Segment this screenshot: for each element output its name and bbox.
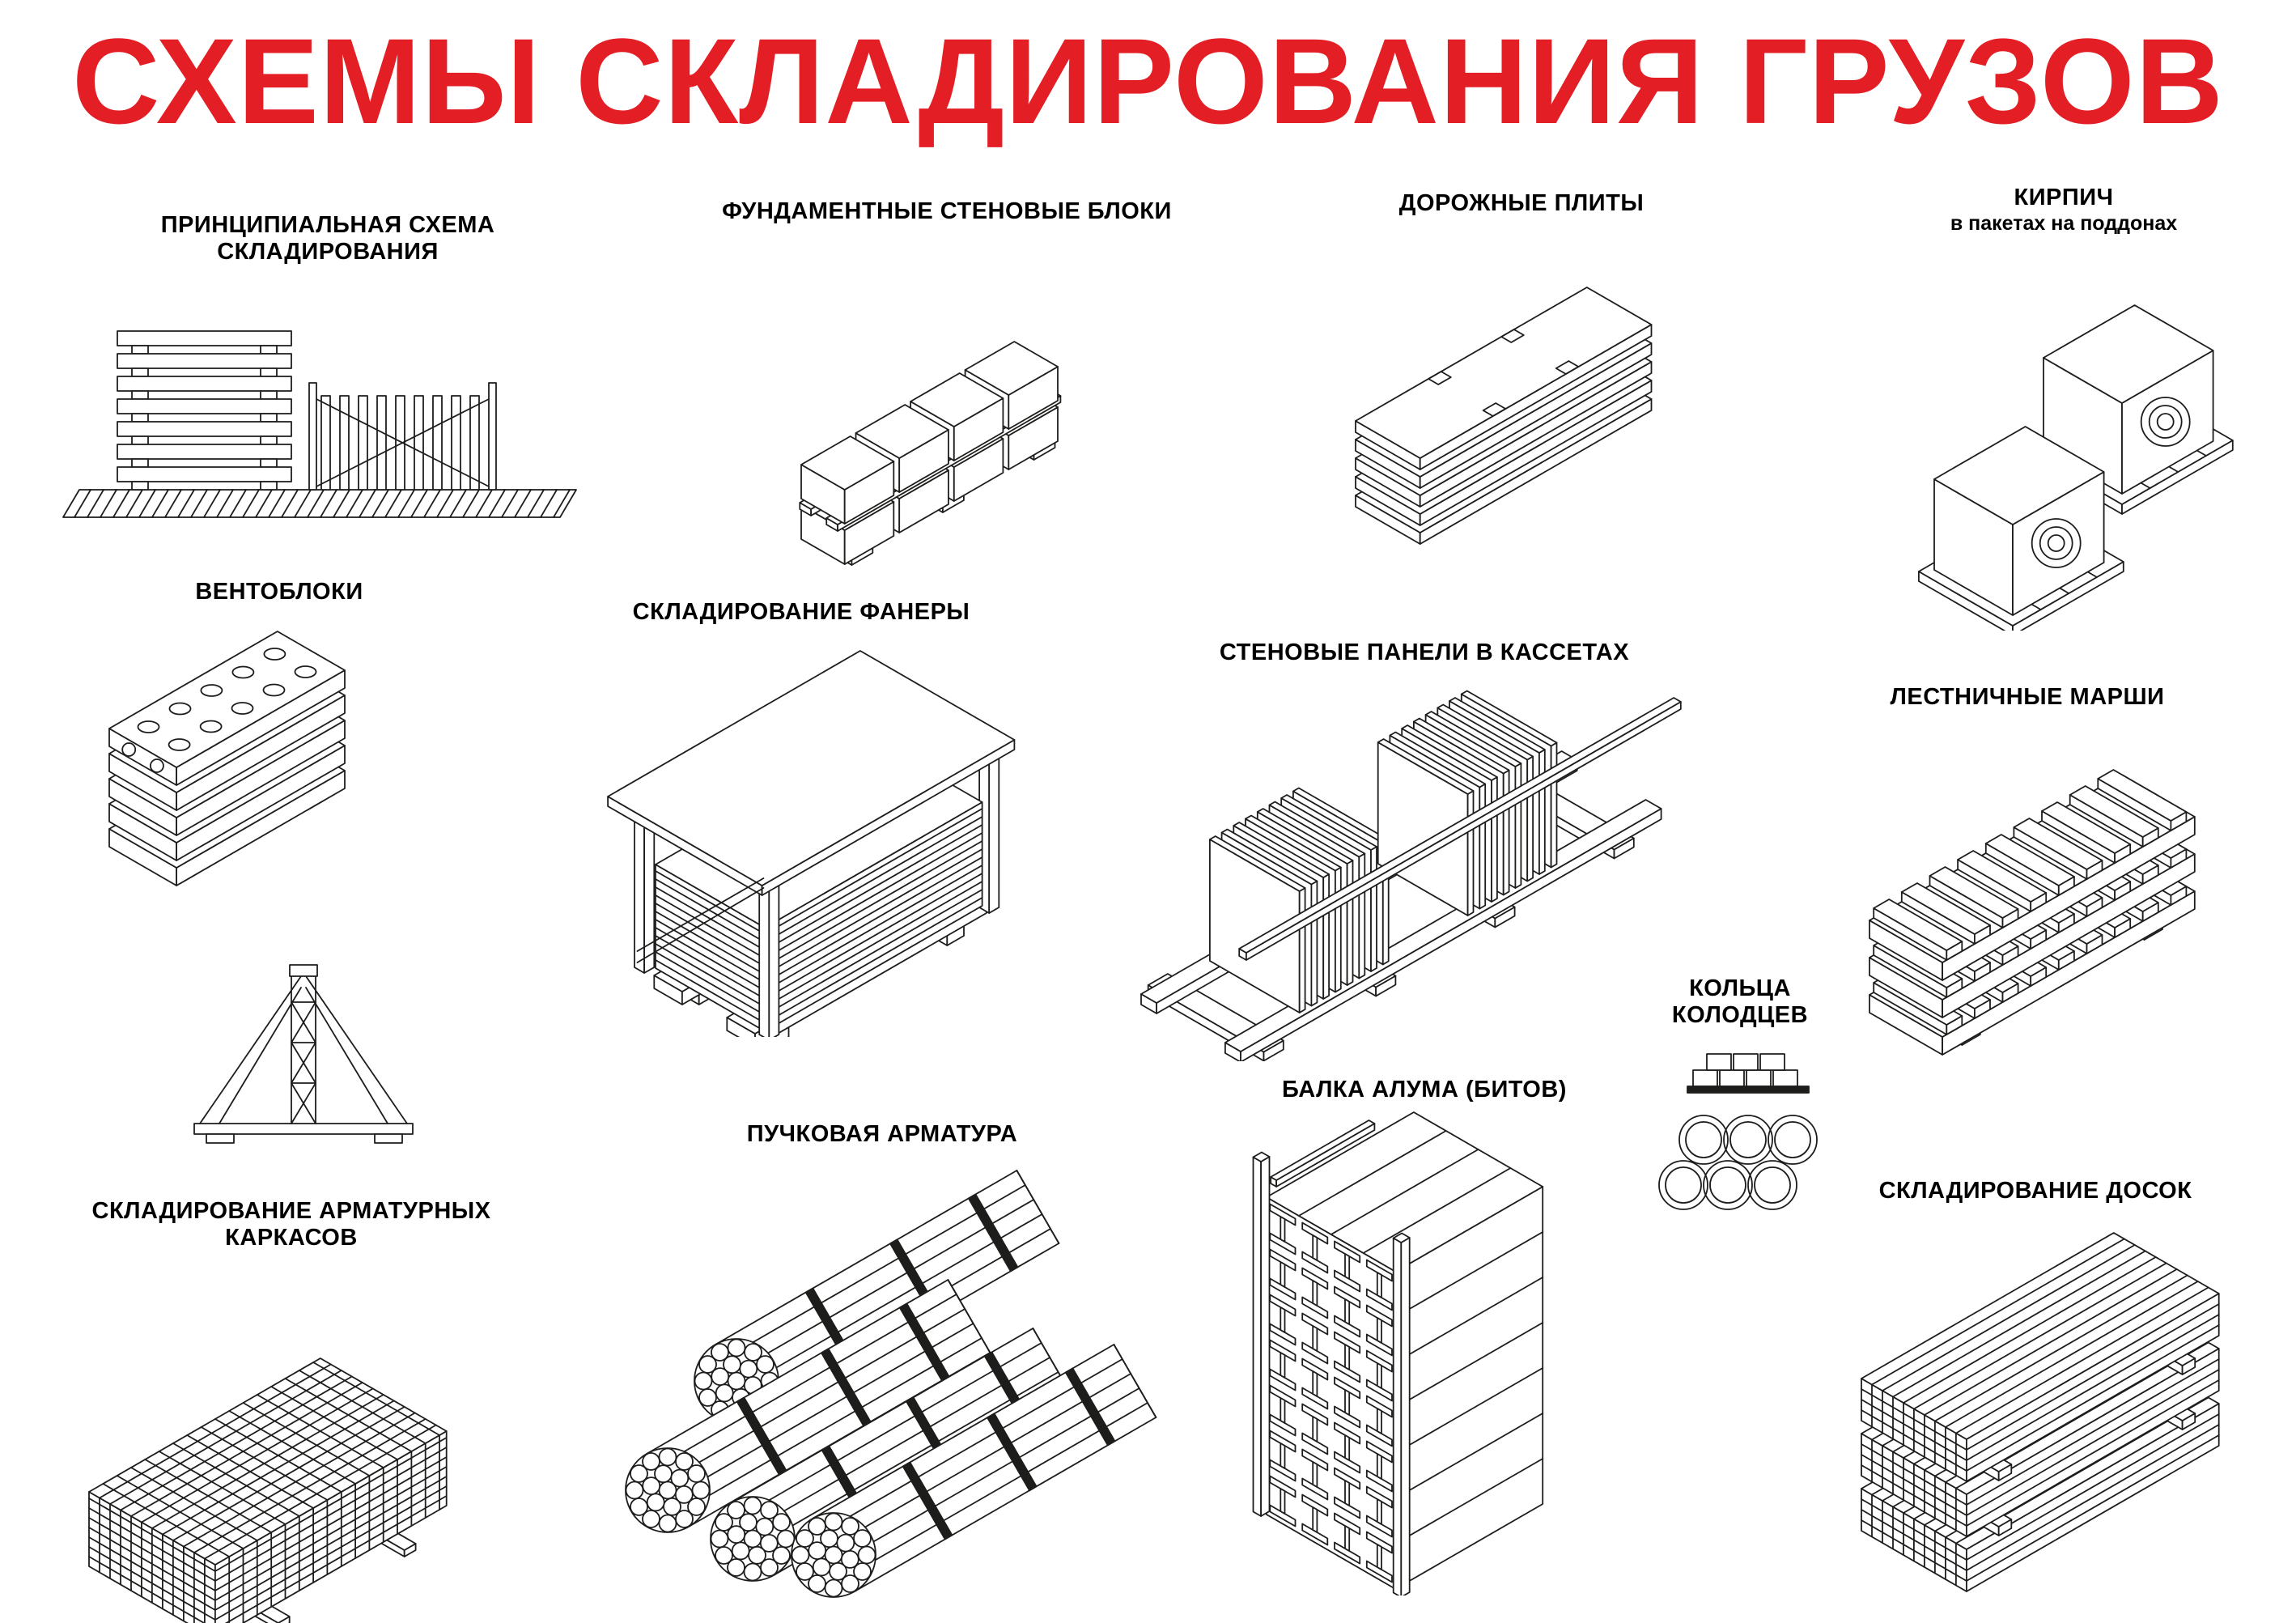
rebar-frames-drawing [88, 1357, 448, 1623]
principal-scheme-drawing [62, 329, 577, 518]
rebar-bundles-drawing [625, 1170, 1157, 1599]
section-label: ПРИНЦИПИАЛЬНАЯ СХЕМА СКЛАДИРОВАНИЯ [160, 212, 495, 266]
section-rebar-frames: СКЛАДИРОВАНИЕ АРМАТУРНЫХ КАРКАСОВ [24, 1198, 558, 1623]
section-label: СКЛАДИРОВАНИЕ ДОСОК [1878, 1178, 2192, 1204]
section-brick: КИРПИЧ в пакетах на поддонах [1886, 185, 2242, 631]
section-well-rings: КОЛЬЦА КОЛОДЦЕВ [1619, 975, 1861, 1238]
vent-blocks-drawing [108, 631, 414, 1145]
section-principal-scheme: ПРИНЦИПИАЛЬНАЯ СХЕМА СКЛАДИРОВАНИЯ [49, 212, 607, 548]
section-wall-panels: СТЕНОВЫЕ ПАНЕЛИ В КАССЕТАХ [1101, 639, 1748, 1062]
section-label: СКЛАДИРОВАНИЕ АРМАТУРНЫХ КАРКАСОВ [91, 1198, 491, 1251]
foundation-blocks-drawing [799, 341, 1062, 567]
stair-flights-drawing [1869, 769, 2196, 1056]
section-sublabel: в пакетах на поддонах [1950, 212, 2178, 236]
section-label: СТЕНОВЫЕ ПАНЕЛИ В КАССЕТАХ [1219, 639, 1630, 665]
section-foundation-blocks: ФУНДАМЕНТНЫЕ СТЕНОВЫЕ БЛОКИ [712, 198, 1182, 596]
section-label: КИРПИЧ [2014, 185, 2114, 210]
section-vent-blocks: ВЕНТОБЛОКИ [61, 579, 498, 1146]
section-label: ДОРОЖНЫЕ ПЛИТЫ [1398, 190, 1645, 216]
section-label: КОЛЬЦА КОЛОДЦЕВ [1671, 975, 1809, 1029]
aluma-beam-drawing [1252, 1111, 1544, 1596]
section-road-plates: ДОРОЖНЫЕ ПЛИТЫ [1287, 190, 1756, 571]
plywood-storage-drawing [607, 650, 1016, 1038]
road-plates-drawing [1355, 287, 1653, 546]
section-stair-flights: ЛЕСТНИЧНЫЕ МАРШИ [1789, 684, 2266, 1090]
section-label: СКЛАДИРОВАНИЕ ФАНЕРЫ [632, 599, 970, 625]
poster-title: СХЕМЫ СКЛАДИРОВАНИЯ ГРУЗОВ [72, 13, 2224, 149]
section-label: ФУНДАМЕНТНЫЕ СТЕНОВЫЕ БЛОКИ [722, 198, 1172, 224]
section-label: ЛЕСТНИЧНЫЕ МАРШИ [1890, 684, 2165, 710]
brick-pallets-drawing [1918, 304, 2234, 631]
section-label: ВЕНТОБЛОКИ [195, 579, 363, 605]
well-rings-drawing [1658, 1052, 1818, 1210]
section-rebar-bundles: ПУЧКОВАЯ АРМАТУРА [567, 1121, 1198, 1600]
wall-panels-cassettes-drawing [1140, 690, 1682, 1062]
section-label: ПУЧКОВАЯ АРМАТУРА [746, 1121, 1018, 1147]
section-aluma-beam: БАЛКА АЛУМА (БИТОВ) [1222, 1077, 1627, 1596]
section-label: БАЛКА АЛУМА (БИТОВ) [1282, 1077, 1567, 1103]
section-plywood: СКЛАДИРОВАНИЕ ФАНЕРЫ [567, 599, 1036, 1038]
section-boards: СКЛАДИРОВАНИЕ ДОСОК [1805, 1178, 2266, 1600]
boards-storage-drawing [1861, 1232, 2220, 1593]
